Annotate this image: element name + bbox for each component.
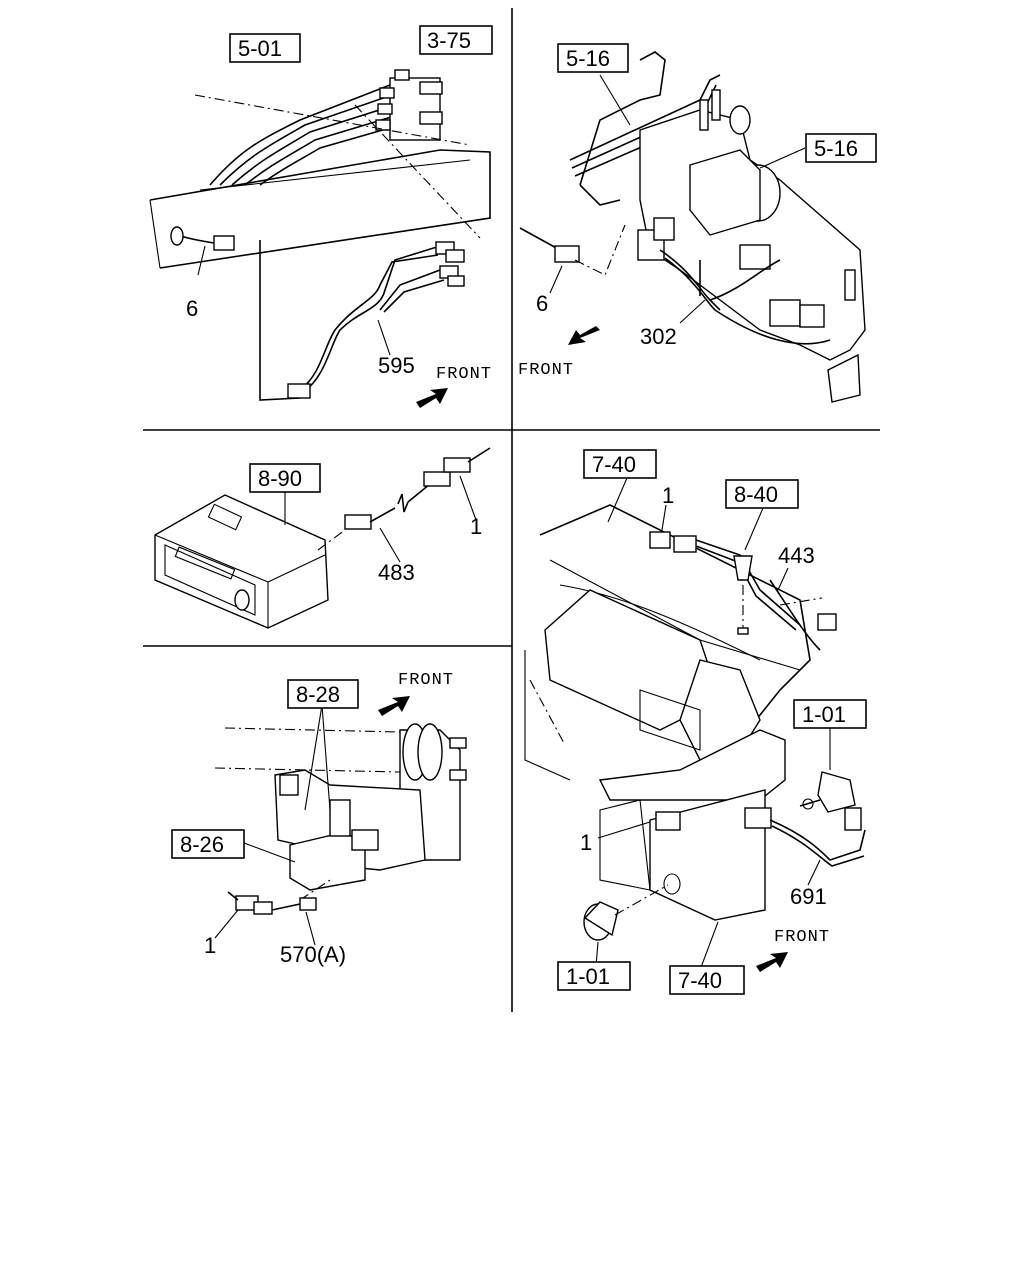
svg-text:8-90: 8-90 (258, 466, 302, 491)
panel-mid-left (154, 447, 491, 629)
svg-text:5-01: 5-01 (238, 36, 282, 61)
ref-box-8-40: 8-40 (725, 479, 799, 509)
svg-text:5-16: 5-16 (814, 136, 858, 161)
ref-box-5-16-second: 5-16 (805, 133, 877, 163)
svg-text:3-75: 3-75 (427, 28, 471, 53)
part-label-483: 483 (378, 560, 415, 585)
part-label-691: 691 (790, 884, 827, 909)
front-label: FRONT (518, 361, 574, 380)
ref-box-8-28: 8-28 (287, 679, 359, 709)
part-label-1: 1 (580, 830, 592, 855)
front-label: FRONT (774, 928, 830, 947)
ref-box-8-26: 8-26 (171, 829, 245, 859)
front-label: FRONT (436, 365, 492, 384)
panel-top-right (519, 51, 866, 403)
front-label: FRONT (398, 671, 454, 690)
part-label-1: 1 (204, 933, 216, 958)
ref-box-1-01-second: 1-01 (557, 961, 631, 991)
ref-box-8-90: 8-90 (249, 463, 321, 493)
panel-bottom-right (524, 477, 866, 972)
svg-text:5-16: 5-16 (566, 46, 610, 71)
part-label-302: 302 (640, 324, 677, 349)
part-label-1: 1 (662, 483, 674, 508)
ref-box-1-01: 1-01 (793, 699, 867, 729)
ref-box-5-01: 5-01 (229, 33, 301, 63)
ref-box-3-75: 3-75 (419, 25, 493, 55)
svg-text:8-28: 8-28 (296, 682, 340, 707)
ref-box-7-40-second: 7-40 (669, 965, 745, 995)
svg-text:7-40: 7-40 (592, 452, 636, 477)
svg-text:1-01: 1-01 (566, 964, 610, 989)
part-label-443: 443 (778, 543, 815, 568)
svg-text:7-40: 7-40 (678, 968, 722, 993)
panel-top-left (149, 69, 491, 408)
svg-text:8-40: 8-40 (734, 482, 778, 507)
ref-box-5-16: 5-16 (557, 43, 629, 73)
part-label-595: 595 (378, 353, 415, 378)
svg-text:8-26: 8-26 (180, 832, 224, 857)
ref-box-7-40: 7-40 (583, 449, 657, 479)
panel-dividers (143, 8, 880, 1012)
panel-bottom-left (214, 696, 467, 946)
svg-text:1-01: 1-01 (802, 702, 846, 727)
part-label-6: 6 (536, 291, 548, 316)
part-label-1: 1 (470, 514, 482, 539)
part-label-570a: 570(A) (280, 942, 346, 967)
part-label-6: 6 (186, 296, 198, 321)
